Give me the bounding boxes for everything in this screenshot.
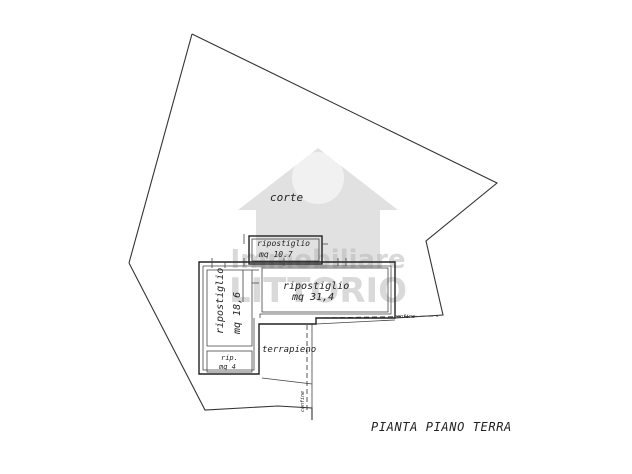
label-room2-name: ripostiglio xyxy=(283,281,349,292)
label-room2-area: mq 31,4 xyxy=(291,292,334,303)
label-room4-name: rip. xyxy=(221,354,238,362)
lot-boundary-inner xyxy=(311,319,396,408)
label-terrapieno: terrapieno xyxy=(262,345,316,355)
label-room1-area: mq 10.7 xyxy=(258,250,293,259)
room-ripostiglio-10-7 xyxy=(248,235,323,265)
label-room1-name: ripostiglio xyxy=(257,239,310,248)
building xyxy=(198,234,396,375)
room-ripostiglio-18-6 xyxy=(206,269,253,347)
label-room3-name: ripostiglio xyxy=(215,268,226,334)
room-rip-4 xyxy=(206,350,253,373)
watermark-line2: LITTORIO xyxy=(229,271,407,311)
watermark-line1: Immobiliare xyxy=(230,245,405,275)
lot-boundary xyxy=(128,33,499,420)
terrapieno-area xyxy=(261,377,313,385)
label-confine-right: confine xyxy=(394,314,415,320)
label-room4-area: mq 4 xyxy=(218,363,236,371)
watermark-house-icon xyxy=(238,148,398,268)
room-ripostiglio-31-4 xyxy=(261,267,389,313)
label-room3-area: mq 18,6 xyxy=(232,292,243,335)
label-corte: corte xyxy=(270,191,303,204)
watermark: Immobiliare LITTORIO xyxy=(229,148,407,311)
label-confine-bottom: confine xyxy=(300,391,306,412)
plan-title: PIANTA PIANO TERRA xyxy=(371,420,512,434)
